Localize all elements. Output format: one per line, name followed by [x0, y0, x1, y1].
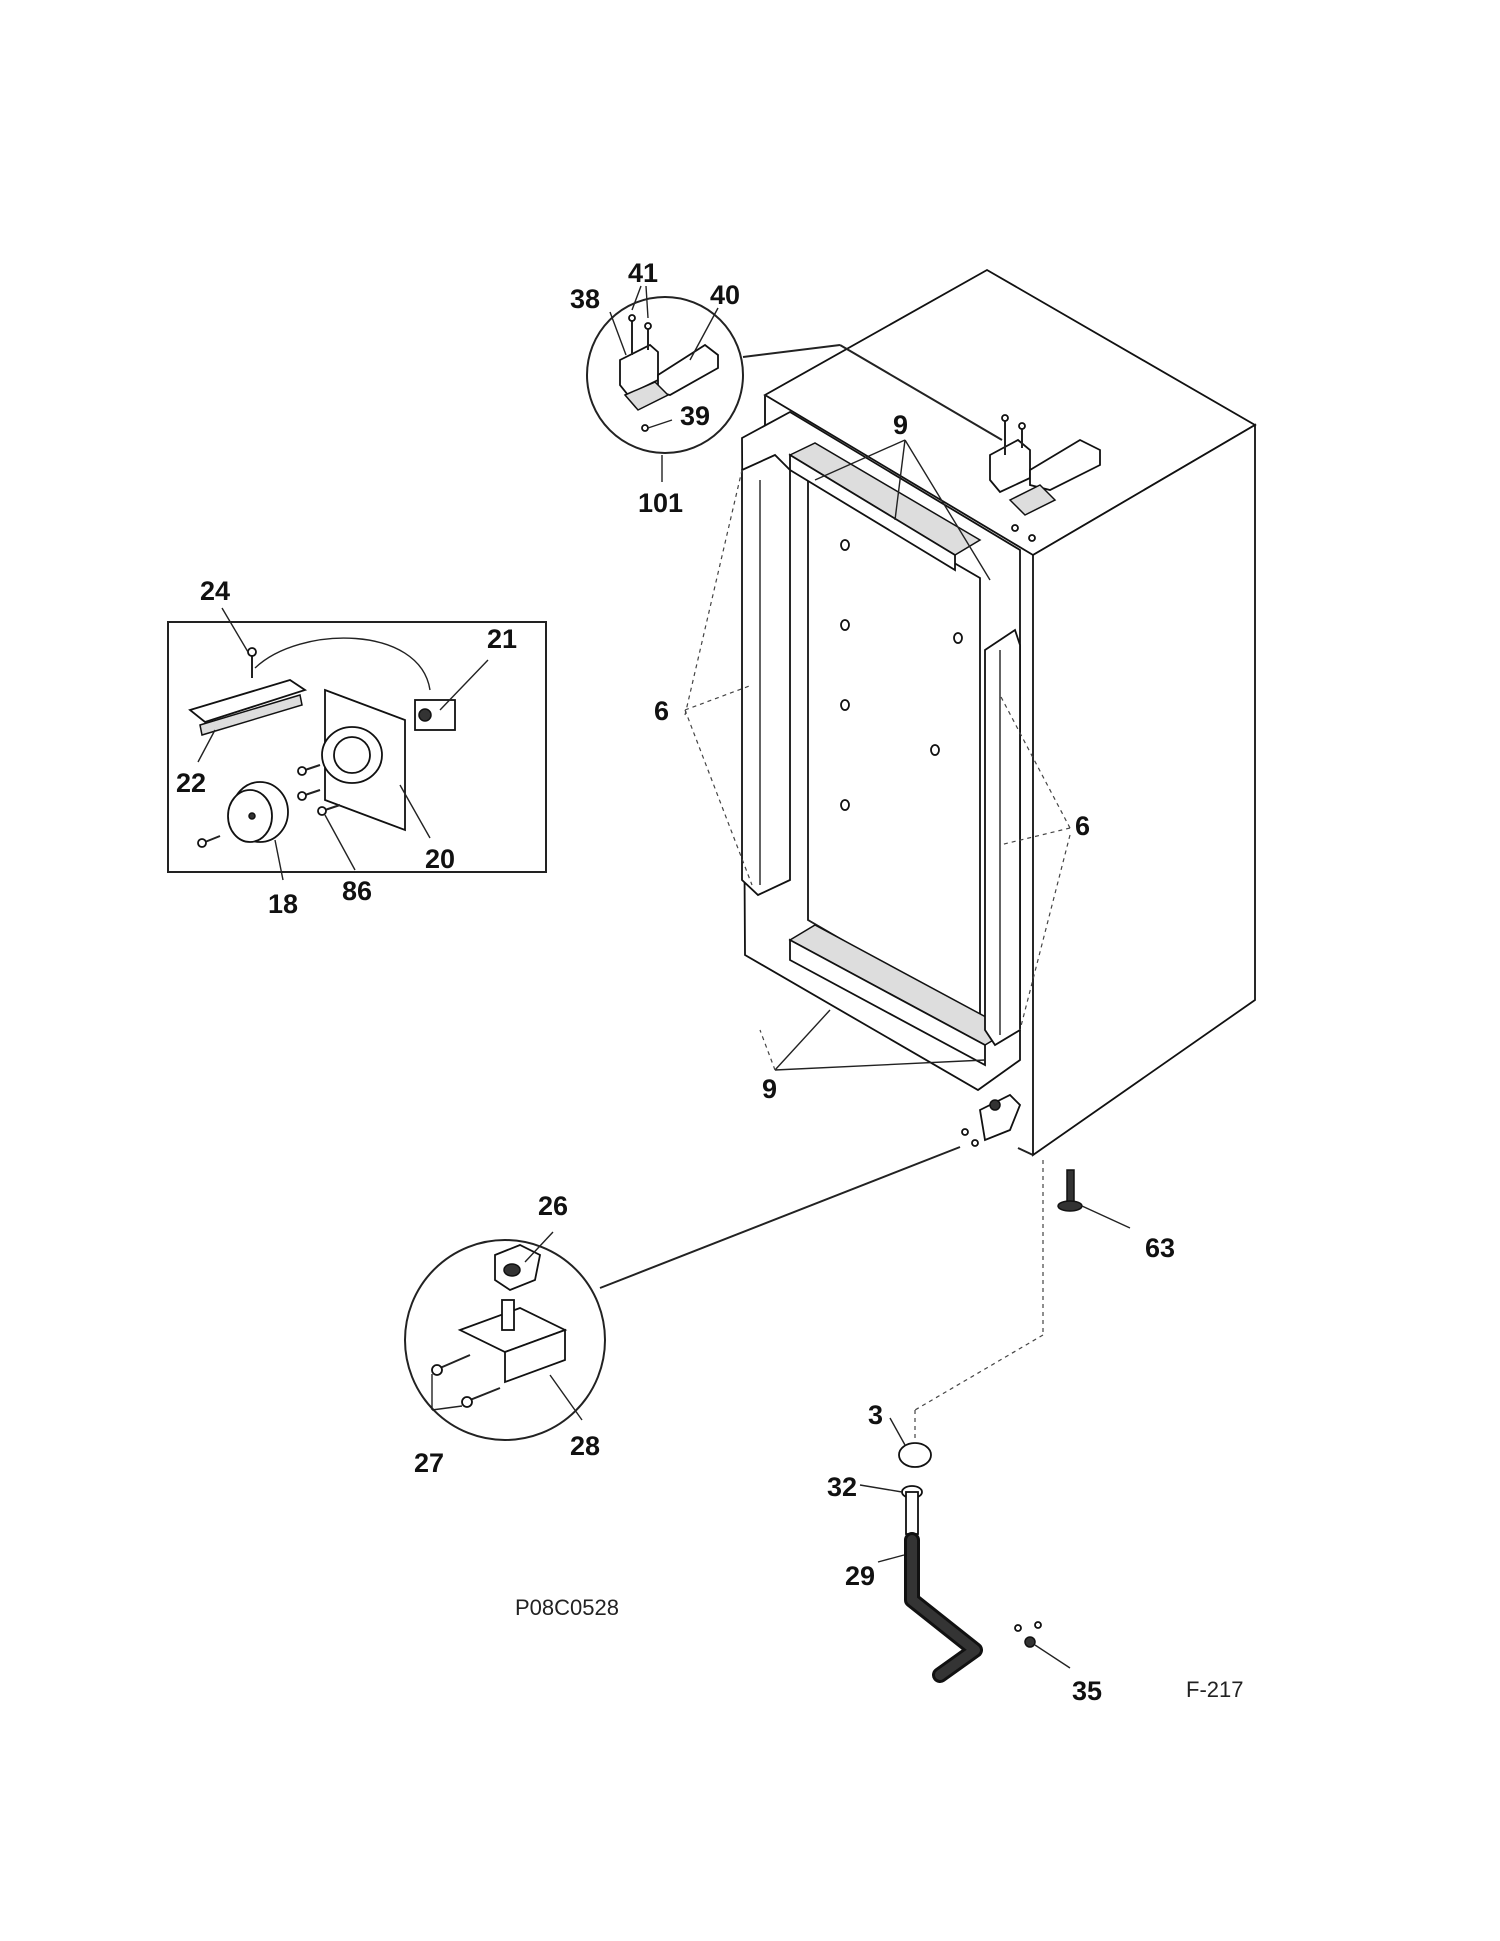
- callout-6-left: 6: [654, 696, 669, 726]
- callout-27: 27: [414, 1448, 444, 1478]
- callout-18: 18: [268, 889, 298, 919]
- drain-assembly: [898, 1442, 1042, 1683]
- callout-40: 40: [710, 280, 740, 310]
- callout-28: 28: [570, 1431, 600, 1461]
- callout-38: 38: [570, 284, 600, 314]
- leveling-leg: [1057, 1169, 1083, 1212]
- cabinet: [763, 268, 1257, 1157]
- callout-35: 35: [1072, 1676, 1102, 1706]
- callout-3: 3: [868, 1400, 883, 1430]
- callout-39: 39: [680, 401, 710, 431]
- callout-24: 24: [200, 576, 230, 606]
- callout-29: 29: [845, 1561, 875, 1591]
- callout-22: 22: [176, 768, 206, 798]
- callout-6-right: 6: [1075, 811, 1090, 841]
- callout-101: 101: [638, 488, 683, 518]
- callout-86: 86: [342, 876, 372, 906]
- detail-circle-hinge-top: [586, 296, 1003, 454]
- gasket-strip-right: [984, 628, 1021, 1047]
- callout-41: 41: [628, 258, 658, 288]
- callout-20: 20: [425, 844, 455, 874]
- breaker-strip-bottom: [788, 924, 1012, 1067]
- callout-26: 26: [538, 1191, 568, 1221]
- bottom-hinge-on-cabinet: [961, 1093, 1022, 1147]
- callout-labels: 41 38 40 39 101 9 24 21 22 20 18 86 6 6 …: [176, 258, 1175, 1706]
- leader-lines: [197, 285, 1131, 1669]
- callout-32: 32: [827, 1472, 857, 1502]
- gasket-strip-left: [741, 453, 791, 897]
- callout-21: 21: [487, 624, 517, 654]
- page-code: F-217: [1186, 1677, 1243, 1702]
- breaker-strip-top: [788, 442, 982, 572]
- callout-9-bottom: 9: [762, 1074, 777, 1104]
- callout-9-top: 9: [893, 410, 908, 440]
- callout-63: 63: [1145, 1233, 1175, 1263]
- detail-circle-hinge-bottom: [404, 1146, 961, 1441]
- top-hinge-assembly: [989, 414, 1101, 542]
- control-box-detail: [167, 621, 547, 873]
- drawing-code: P08C0528: [515, 1595, 619, 1620]
